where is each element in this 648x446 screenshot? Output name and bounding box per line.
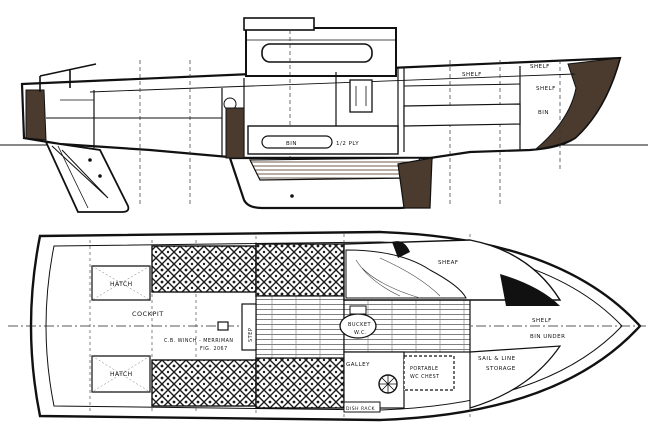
ballast-section <box>249 157 421 181</box>
cabin-sole <box>255 295 345 359</box>
label-bin-under: BIN UNDER <box>530 334 565 340</box>
label-ply: 1/2 PLY <box>336 141 359 147</box>
bin-panel <box>261 135 333 149</box>
label-step: STEP <box>248 328 254 342</box>
label-galley: GALLEY <box>346 362 370 368</box>
plan-view: HATCH HATCH COCKPIT C.B. WINCH - MERRIMA… <box>8 230 646 422</box>
label-portable-1: PORTABLE <box>410 366 439 372</box>
label-storage-1: SAIL & LINE <box>478 356 516 362</box>
label-cb-winch-1: C.B. WINCH - MERRIMAN <box>164 338 233 344</box>
label-cb-winch-2: FIG. 2067 <box>200 346 228 352</box>
anchor-locker <box>500 274 560 306</box>
label-storage-2: STORAGE <box>486 366 516 372</box>
label-bucket-1: BUCKET <box>348 322 372 328</box>
dish-rack <box>343 401 381 413</box>
profile-view: SHELF SHELF SHELF BIN BIN 1/2 PLY <box>0 17 648 213</box>
forward-berth <box>403 103 521 127</box>
settee-port <box>255 243 345 297</box>
centerboard <box>397 157 433 209</box>
stern-rail <box>39 63 97 92</box>
cb-winch <box>217 321 229 331</box>
cabin-window <box>261 43 373 63</box>
sail-storage <box>469 345 562 409</box>
berth-cushion <box>345 249 467 299</box>
label-dish-rack: DISH RACK <box>346 406 376 412</box>
settee-starboard <box>255 357 345 409</box>
portable-chest <box>403 355 455 391</box>
mast-support <box>349 79 373 113</box>
label-shelf-upper: SHELF <box>530 64 550 70</box>
label-cockpit: COCKPIT <box>132 310 164 318</box>
label-sheaf: SHEAF <box>438 260 459 266</box>
label-bin-lower: BIN <box>286 141 297 147</box>
stern-structure <box>25 89 47 141</box>
label-bucket-2: W.C. <box>354 330 367 336</box>
companionway-hood <box>243 17 315 31</box>
label-bin-forward: BIN <box>538 110 549 116</box>
label-hatch-starboard: HATCH <box>110 371 133 378</box>
cockpit-seat-port <box>151 245 257 293</box>
label-shelf: SHELF <box>532 318 552 324</box>
label-shelf-cabin: SHELF <box>462 72 482 78</box>
cockpit-seat-starboard <box>151 359 257 407</box>
label-shelf-bow: SHELF <box>536 86 556 92</box>
label-portable-2: WC CHEST <box>410 374 440 380</box>
companionway-step <box>241 303 257 351</box>
label-hatch-port: HATCH <box>110 281 133 288</box>
